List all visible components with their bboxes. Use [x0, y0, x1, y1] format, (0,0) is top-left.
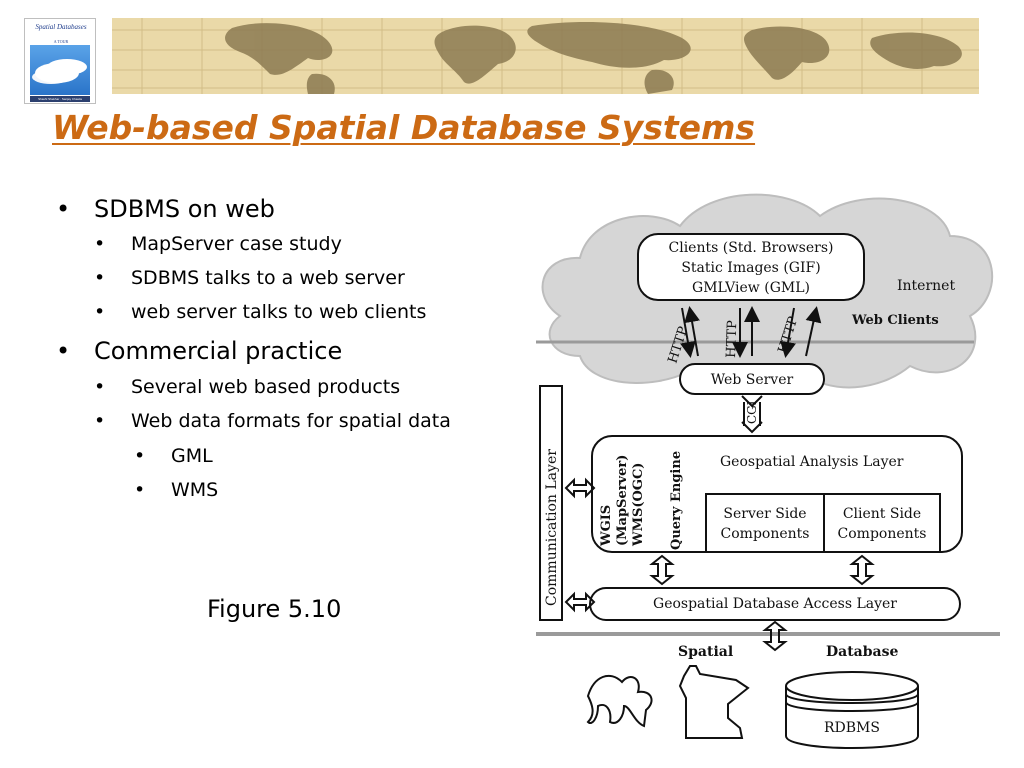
minnesota-map — [678, 665, 750, 739]
client-side-line-1: Client Side — [843, 506, 921, 522]
component-boxes — [705, 493, 941, 553]
rdbms-label: RDBMS — [824, 720, 880, 736]
communication-layer-label: Communication Layer — [544, 449, 560, 606]
server-side-line-1: Server Side — [723, 506, 806, 522]
communication-layer-box — [539, 385, 563, 621]
bullet-dot: • — [56, 195, 71, 223]
db-access-layer-label: Geospatial Database Access Layer — [653, 596, 897, 612]
bullet-dot: • — [134, 479, 146, 501]
book-authors: Shashi Shekhar · Sanjay Chawla — [30, 96, 90, 102]
book-cloud — [35, 63, 79, 83]
slide-title: Web-based Spatial Database Systems — [52, 108, 756, 147]
great-lakes-map — [586, 674, 653, 728]
sub-bullet-mapserver: • MapServer case study — [94, 233, 342, 255]
figure-caption: Figure 5.10 — [207, 595, 342, 623]
bullet-dot: • — [94, 233, 106, 255]
web-clients-label: Web Clients — [851, 313, 939, 328]
double-arrows — [564, 477, 875, 652]
bullet-text: MapServer case study — [131, 233, 342, 255]
world-map-image — [112, 18, 979, 94]
db-access-layer-box — [589, 587, 961, 621]
sub-bullet-web-clients: • web server talks to web clients — [94, 301, 426, 323]
bullet-dot: • — [134, 445, 146, 467]
wgis-label-2: (MapServer) — [615, 455, 630, 546]
web-server-label: Web Server — [711, 372, 794, 388]
bullet-text: Web data formats for spatial data — [131, 410, 451, 432]
client-side-line-2: Components — [838, 526, 927, 542]
bullet-text: SDBMS talks to a web server — [131, 267, 405, 289]
cgi-arrow — [741, 395, 763, 434]
http-arrows — [680, 306, 822, 358]
wgis-label-1: WGIS — [599, 505, 614, 547]
sub-sub-bullet-gml: • GML — [134, 445, 213, 467]
database-label: Database — [826, 644, 898, 660]
sub-bullet-web-data-formats: • Web data formats for spatial data — [94, 410, 451, 432]
book-title: Spatial Databases — [35, 23, 87, 31]
bullet-sdbms-on-web: • SDBMS on web — [56, 195, 275, 223]
clients-line-1: Clients (Std. Browsers) — [669, 240, 834, 256]
book-cover-image: Spatial Databases A TOUR Shashi Shekhar … — [24, 18, 96, 104]
bullet-dot: • — [94, 410, 106, 432]
bullet-dot: • — [56, 337, 71, 365]
server-side-line-2: Components — [721, 526, 810, 542]
analysis-layer-label: Geospatial Analysis Layer — [720, 454, 904, 470]
sub-bullet-web-products: • Several web based products — [94, 376, 400, 398]
clients-line-3: GMLView (GML) — [692, 280, 810, 296]
bullet-text: Commercial practice — [94, 337, 343, 365]
sub-bullet-sdbms-web-server: • SDBMS talks to a web server — [94, 267, 405, 289]
rdbms-cylinder — [785, 671, 919, 749]
bullet-text: web server talks to web clients — [131, 301, 427, 323]
bullet-dot: • — [94, 376, 106, 398]
bullet-commercial-practice: • Commercial practice — [56, 337, 342, 365]
bullet-dot: • — [94, 301, 106, 323]
world-map-banner — [112, 18, 979, 94]
web-server-box — [679, 363, 825, 395]
clients-line-2: Static Images (GIF) — [681, 260, 820, 276]
bullet-text: GML — [171, 445, 213, 467]
architecture-diagram: Clients (Std. Browsers) Static Images (G… — [536, 193, 1000, 749]
bullet-text: SDBMS on web — [94, 195, 275, 223]
bullet-dot: • — [94, 267, 106, 289]
clients-box — [637, 233, 865, 301]
query-engine-label: Query Engine — [669, 451, 684, 550]
bullet-text: WMS — [171, 479, 219, 501]
internet-label: Internet — [897, 278, 955, 294]
book-subtitle: A TOUR — [53, 39, 69, 44]
cgi-label: CGI — [745, 400, 759, 424]
http-label-2: HTTP — [724, 320, 740, 358]
bullet-text: Several web based products — [131, 376, 401, 398]
wgis-label-3: WMS(OGC) — [631, 463, 646, 547]
spatial-label: Spatial — [678, 644, 733, 660]
sub-sub-bullet-wms: • WMS — [134, 479, 218, 501]
